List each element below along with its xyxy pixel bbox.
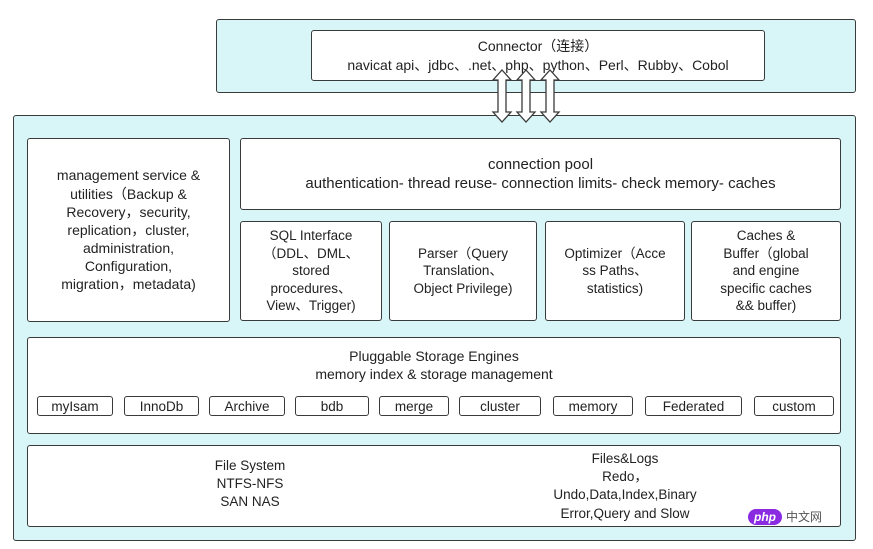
caches-line: Buffer（global	[723, 245, 809, 261]
engine-archive: Archive	[209, 396, 285, 416]
php-logo-icon: php	[748, 508, 782, 525]
sql-interface-line: procedures、	[270, 280, 352, 296]
optimizer-line: statistics)	[586, 280, 644, 296]
optimizer-box: Optimizer（Acce ss Paths、 statistics)	[545, 221, 685, 321]
double-arrow-icon	[539, 69, 561, 123]
files-logs-column: Files&Logs Redo， Undo,Data,Index,Binary …	[530, 450, 720, 523]
connector-title: Connector（连接）	[477, 38, 599, 55]
engine-merge: merge	[379, 396, 449, 416]
storage-title: Pluggable Storage Engines	[349, 348, 519, 364]
caches-line: and engine	[732, 263, 800, 279]
sql-interface-line: SQL Interface	[269, 228, 353, 244]
files-logs-line: Error,Query and Slow	[560, 505, 690, 521]
sql-interface-line: （DDL、DML、	[262, 245, 359, 261]
double-arrow-icon	[515, 69, 537, 123]
engine-memory: memory	[553, 396, 633, 416]
caches-line: && buffer)	[735, 298, 797, 314]
filesystem-line: SAN NAS	[220, 494, 280, 510]
filesystem-line: NTFS-NFS	[216, 476, 284, 492]
watermark-text: 中文网	[786, 510, 823, 524]
management-line: management service &	[56, 167, 201, 184]
management-line: utilities（Backup &	[70, 185, 187, 202]
management-line: migration，metadata)	[61, 276, 196, 293]
management-line: replication，cluster,	[67, 221, 190, 238]
files-logs-line: Files&Logs	[591, 451, 659, 466]
optimizer-line: ss Paths、	[582, 263, 648, 279]
storage-engines-box: Pluggable Storage Engines memory index &…	[27, 337, 841, 434]
optimizer-line: Optimizer（Acce	[564, 245, 666, 261]
sql-interface-box: SQL Interface （DDL、DML、 stored procedure…	[240, 221, 382, 321]
engine-myisam: myIsam	[37, 396, 113, 416]
filesystem-column: File System NTFS-NFS SAN NAS	[190, 457, 310, 512]
caches-line: specific caches	[720, 280, 812, 296]
caches-line: Caches &	[736, 228, 796, 244]
engine-custom: custom	[754, 396, 834, 416]
sql-interface-line: stored	[292, 263, 330, 279]
engine-federated: Federated	[645, 396, 742, 416]
caches-buffer-box: Caches & Buffer（global and engine specif…	[691, 221, 841, 321]
parser-box: Parser（Query Translation、 Object Privile…	[389, 221, 537, 321]
storage-subtitle: memory index & storage management	[315, 366, 553, 383]
filesystem-line: File System	[214, 458, 286, 473]
management-line: Recovery，security,	[66, 203, 191, 220]
connector-clients: navicat api、jdbc、.net、php、python、Perl、Ru…	[347, 56, 729, 73]
parser-line: Object Privilege)	[413, 280, 513, 296]
management-line: administration,	[82, 240, 175, 257]
filesystem-logs-box	[27, 445, 841, 527]
parser-line: Parser（Query	[417, 245, 509, 261]
connector-box: Connector（连接） navicat api、jdbc、.net、php、…	[311, 30, 765, 81]
parser-line: Translation、	[423, 263, 503, 279]
double-arrow-icon	[491, 69, 513, 123]
management-services-box: management service & utilities（Backup & …	[27, 138, 230, 322]
sql-interface-line: View、Trigger)	[266, 298, 356, 314]
files-logs-line: Undo,Data,Index,Binary	[553, 487, 697, 503]
engine-bdb: bdb	[295, 396, 369, 416]
connection-pool-box: connection pool authentication- thread r…	[240, 138, 841, 210]
connection-pool-title: connection pool	[487, 155, 594, 173]
files-logs-line: Redo，	[602, 469, 648, 485]
connection-pool-subtitle: authentication- thread reuse- connection…	[305, 175, 776, 192]
watermark: php 中文网	[748, 508, 822, 525]
management-line: Configuration,	[84, 258, 173, 275]
engine-innodb: InnoDb	[124, 396, 199, 416]
engine-cluster: cluster	[459, 396, 541, 416]
